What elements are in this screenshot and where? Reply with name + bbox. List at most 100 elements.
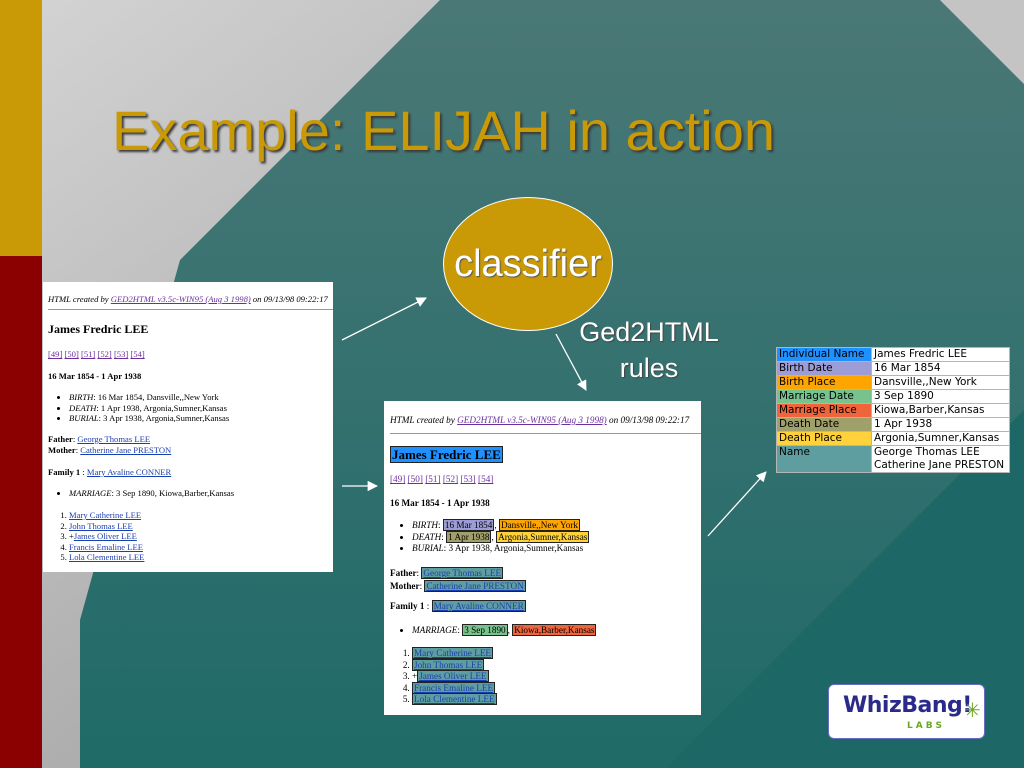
mother-link[interactable]: Catherine Jane PRESTON — [80, 444, 172, 455]
labeled-html-page: HTML created by GED2HTML v3.5c-WIN95 (Au… — [384, 401, 701, 715]
header-link[interactable]: GED2HTML v3.5c-WIN95 (Aug 3 1998) — [110, 294, 251, 304]
children-list: Mary Catherine LEE John Thomas LEE +Jame… — [43, 510, 144, 563]
children-list: Mary Catherine LEE John Thomas LEE +Jame… — [384, 647, 497, 706]
child-link[interactable]: Lola Clementine LEE — [69, 552, 145, 562]
field-value: Dansville,,New York — [871, 375, 1010, 390]
child-item: Mary Catherine LEE — [412, 647, 497, 660]
header-suffix: on 09/13/98 09:22:17 — [250, 294, 328, 304]
divider — [48, 309, 333, 310]
child-item: John Thomas LEE — [69, 521, 144, 532]
child-link[interactable]: James Oliver LEE — [73, 531, 137, 541]
field-label: Death Date — [776, 417, 872, 432]
field-value: 1 Apr 1938 — [871, 417, 1010, 432]
birth-place: Dansville,,New York — [146, 392, 219, 402]
birth-date-tag: 16 Mar 1854 — [442, 519, 495, 531]
lifespan: 16 Mar 1854 - 1 Apr 1938 — [48, 371, 142, 381]
event-list: BIRTH: 16 Mar 1854, Dansville,,New York … — [43, 392, 229, 424]
person-name: James Fredric LEE — [48, 322, 149, 336]
event-death: DEATH: 1 Apr 1938, Argonia,Sumner,Kansas — [69, 403, 229, 414]
ref-link[interactable]: [53] — [460, 474, 476, 484]
spouse-link[interactable]: Mary Avaline CONNER — [86, 467, 172, 477]
header-link[interactable]: GED2HTML v3.5c-WIN95 (Aug 3 1998) — [457, 415, 607, 425]
child-item: +James Oliver LEE — [412, 670, 497, 683]
ref-link[interactable]: [51] — [425, 474, 441, 484]
father-row: Father: George Thomas LEE — [390, 567, 504, 579]
event-list: BIRTH: 16 Mar 1854, Dansville,,New York … — [384, 519, 590, 555]
field-label: Marriage Place — [776, 403, 872, 418]
field-label: Birth Date — [776, 361, 872, 376]
field-value: Argonia,Sumner,Kansas — [871, 431, 1010, 446]
child-link[interactable]: Francis Emaline LEE — [414, 682, 494, 693]
rules-label-line-2: rules — [619, 353, 679, 383]
burial-text: 3 Apr 1938, Argonia,Sumner,Kansas — [103, 413, 230, 423]
child-item: Francis Emaline LEE — [412, 681, 497, 695]
child-link[interactable]: Mary Catherine LEE — [69, 510, 142, 520]
child-link[interactable]: Francis Emaline LEE — [69, 541, 143, 552]
field-label: Name — [776, 445, 872, 473]
child-item: John Thomas LEE — [412, 658, 497, 672]
family-row: Family 1 : Mary Avaline CONNER — [48, 467, 172, 477]
father-link[interactable]: George Thomas LEE — [77, 434, 151, 444]
child-link[interactable]: James Oliver LEE — [419, 671, 487, 681]
ref-link[interactable]: [54] — [478, 474, 494, 484]
spouse-link[interactable]: Mary Avaline CONNER — [433, 601, 524, 611]
event-burial: BURIAL: 3 Apr 1938, Argonia,Sumner,Kansa… — [412, 543, 589, 555]
father-row: Father: George Thomas LEE — [48, 434, 151, 444]
classifier-ellipse: classifier — [443, 197, 613, 331]
event-birth: BIRTH: 16 Mar 1854, Dansville,,New York — [412, 519, 589, 532]
whizbang-labs-logo: WhizBang! ✳ LABS — [828, 684, 985, 739]
ref-link[interactable]: [50] — [64, 349, 79, 359]
child-link[interactable]: Lola Clementine LEE — [414, 694, 495, 704]
field-value: Kiowa,Barber,Kansas — [871, 403, 1010, 418]
field-label: Individual Name — [776, 347, 872, 362]
accent-bar-gold — [0, 0, 42, 256]
mother-link[interactable]: Catherine Jane PRESTON — [426, 580, 524, 591]
accent-bar-red — [0, 256, 42, 768]
ref-link[interactable]: [49] — [48, 349, 63, 359]
raw-html-page: HTML created by GED2HTML v3.5c-WIN95 (Au… — [43, 282, 333, 572]
field-label: Birth Place — [776, 375, 872, 390]
birth-place-tag: Dansville,,New York — [498, 519, 581, 531]
ref-links: [49] [50] [51] [52] [53] [54] — [48, 349, 145, 360]
birth-date: 16 Mar 1854 — [97, 392, 143, 402]
mother-row: Mother: Catherine Jane PRESTON — [390, 579, 526, 592]
ref-links: [49] [50] [51] [52] [53] [54] — [390, 474, 493, 486]
event-marriage: MARRIAGE: 3 Sep 1890, Kiowa,Barber,Kansa… — [412, 624, 597, 637]
child-link[interactable]: Mary Catherine LEE — [414, 648, 492, 658]
marriage-place-tag: Kiowa,Barber,Kansas — [512, 624, 597, 636]
father-link[interactable]: George Thomas LEE — [423, 568, 502, 578]
ref-link[interactable]: [52] — [442, 474, 459, 484]
field-value: George Thomas LEE Catherine Jane PRESTON — [871, 445, 1010, 473]
ref-link[interactable]: [53] — [113, 349, 129, 359]
child-item: Lola Clementine LEE — [69, 552, 144, 563]
ref-link[interactable]: [49] — [390, 474, 406, 484]
field-label: Marriage Date — [776, 389, 872, 404]
event-burial: BURIAL: 3 Apr 1938, Argonia,Sumner,Kansa… — [69, 413, 229, 424]
ref-link[interactable]: [52] — [97, 349, 112, 359]
child-item: Lola Clementine LEE — [412, 693, 497, 706]
marriage-list: MARRIAGE: 3 Sep 1890, Kiowa,Barber,Kansa… — [43, 488, 234, 499]
ref-link[interactable]: [51] — [80, 349, 96, 359]
child-link[interactable]: John Thomas LEE — [69, 520, 133, 531]
death-date: 1 Apr 1938 — [100, 402, 140, 413]
child-link[interactable]: John Thomas LEE — [414, 659, 483, 670]
child-item: Mary Catherine LEE — [69, 510, 144, 521]
death-date-tag: 1 Apr 1938 — [446, 530, 492, 543]
field-value: 16 Mar 1854 — [871, 361, 1010, 376]
child-item: Francis Emaline LEE — [69, 542, 144, 553]
field-value: James Fredric LEE — [871, 347, 1010, 362]
logo-sub: LABS — [907, 721, 946, 731]
page-header: HTML created by GED2HTML v3.5c-WIN95 (Au… — [390, 415, 690, 425]
ref-link[interactable]: [50] — [407, 474, 423, 484]
logo-word: WhizBang! — [843, 693, 972, 718]
ref-link[interactable]: [54] — [130, 349, 145, 359]
field-label: Death Place — [776, 431, 872, 446]
mother-row: Mother: Catherine Jane PRESTON — [48, 444, 172, 455]
